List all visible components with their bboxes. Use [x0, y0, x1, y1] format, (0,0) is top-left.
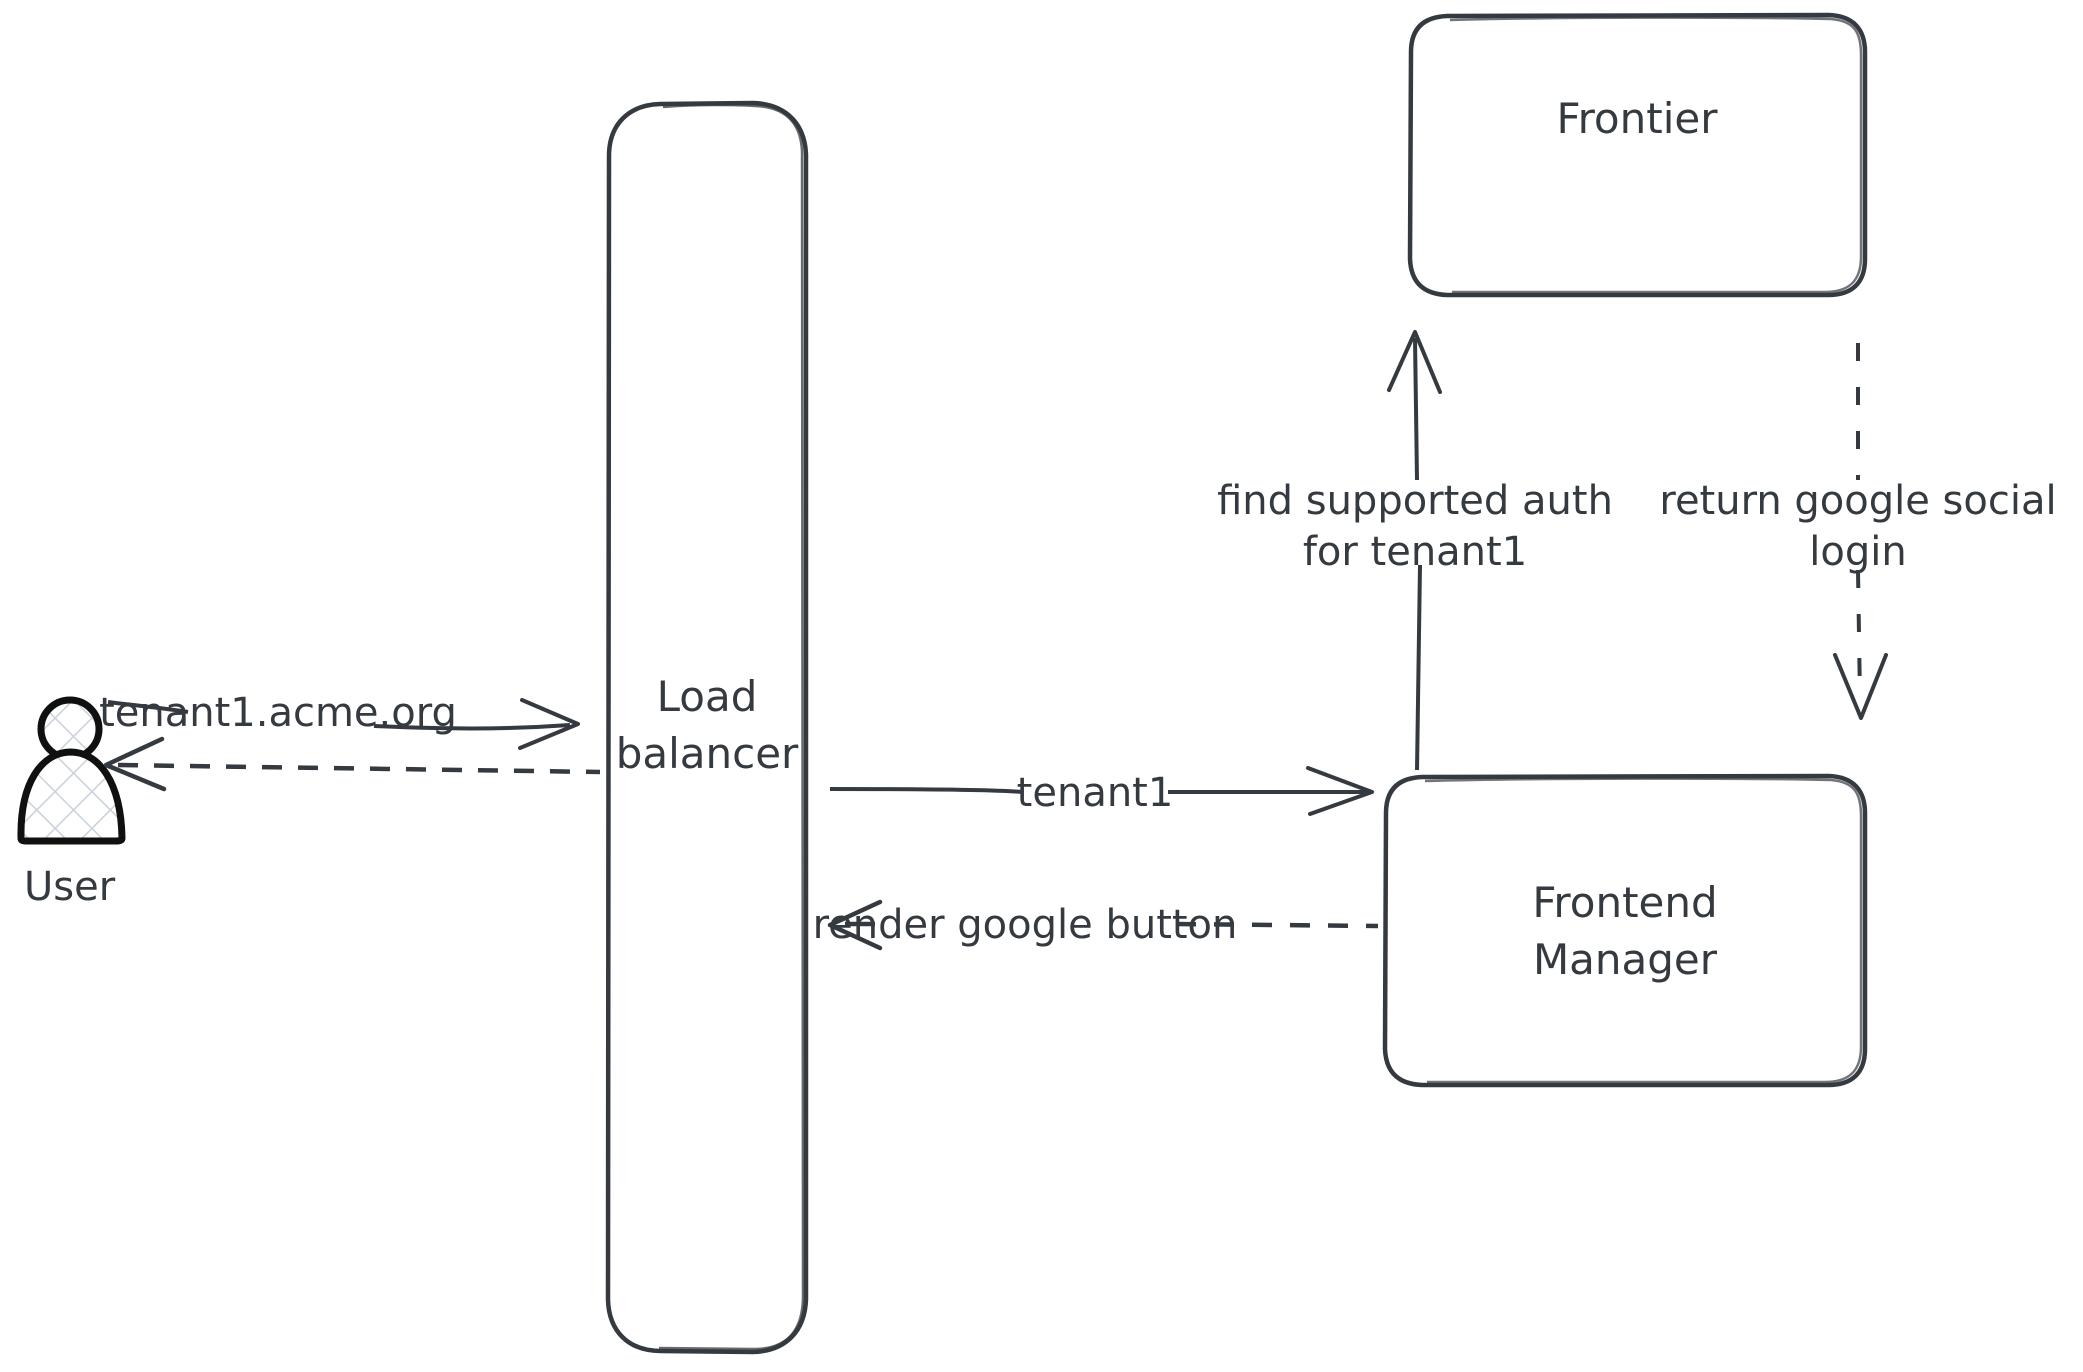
user-body-icon	[17, 748, 126, 845]
edge-frontier-to-fm-line-lower	[1856, 569, 1862, 701]
edge-user-to-lb-line-left	[107, 700, 189, 714]
edge-lb-to-fm-line-left	[829, 787, 1023, 794]
edge-frontier-to-fm-arrowhead	[1833, 653, 1888, 720]
frontend-manager-shape-sketch	[1424, 777, 1863, 1084]
edge-lb-to-user-line	[117, 762, 601, 775]
frontier-shape-sketch	[1449, 16, 1863, 294]
edge-frontier-to-fm-label-line2: login	[1809, 529, 1906, 575]
node-frontend-manager[interactable]: Frontend Manager	[1382, 773, 1868, 1088]
edge-user-to-lb-label: tenant1.acme.org	[99, 690, 457, 736]
frontend-manager-label-line1: Frontend	[1532, 878, 1717, 927]
node-load-balancer[interactable]: Load balancer	[605, 100, 809, 1355]
edge-fm-to-lb-arrowhead	[827, 899, 883, 951]
edge-fm-to-frontier-arrowhead	[1387, 330, 1442, 394]
frontier-label: Frontier	[1556, 94, 1718, 143]
edge-user-to-load-balancer[interactable]: tenant1.acme.org	[99, 690, 580, 750]
edge-fm-to-frontier-label-line1: find supported auth	[1217, 478, 1613, 524]
user-label: User	[24, 864, 116, 910]
load-balancer-shape	[605, 100, 809, 1355]
node-user[interactable]: User	[17, 696, 126, 910]
edge-user-to-lb-line-right	[373, 723, 571, 731]
frontend-manager-shape	[1382, 773, 1868, 1088]
edge-load-balancer-to-frontend-manager[interactable]: tenant1	[829, 766, 1374, 816]
edge-fm-to-frontier-label-line2: for tenant1	[1303, 529, 1527, 575]
edge-fm-to-lb-label: render google button	[813, 902, 1238, 948]
edge-frontend-manager-to-frontier[interactable]: find supported auth for tenant1	[1217, 330, 1613, 771]
edge-fm-to-frontier-line-lower	[1415, 564, 1422, 771]
node-frontier[interactable]: Frontier	[1407, 12, 1868, 298]
edge-load-balancer-to-user[interactable]	[103, 736, 601, 792]
edge-fm-to-lb-line	[1175, 921, 1379, 929]
edge-fm-to-frontier-line-upper	[1413, 337, 1419, 481]
edge-user-to-lb-arrowhead	[518, 698, 580, 750]
load-balancer-label-line2: balancer	[616, 729, 799, 778]
edge-frontend-manager-to-load-balancer[interactable]: render google button	[813, 899, 1379, 951]
edge-frontier-to-fm-label-line1: return google social	[1659, 478, 2056, 524]
load-balancer-label-line1: Load	[657, 672, 758, 721]
edge-lb-to-user-arrowhead	[103, 736, 167, 792]
frontend-manager-label-line2: Manager	[1533, 935, 1718, 984]
load-balancer-shape-sketch	[658, 103, 805, 1351]
edge-lb-to-fm-arrowhead	[1306, 766, 1374, 816]
edge-frontier-to-frontend-manager[interactable]: return google social login	[1659, 343, 2057, 720]
frontier-shape	[1407, 12, 1868, 298]
edge-lb-to-fm-label: tenant1	[1017, 770, 1174, 816]
